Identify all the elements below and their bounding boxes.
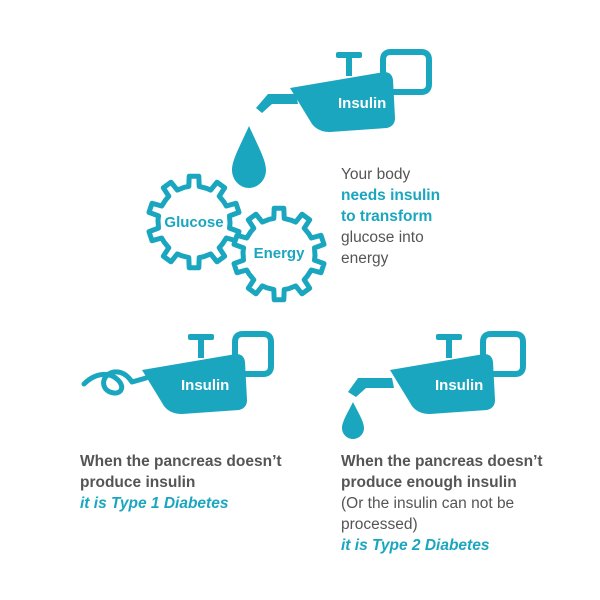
text-line-highlight: to transform — [341, 208, 433, 225]
drop-icon — [342, 402, 364, 439]
text-line: glucose into — [341, 229, 424, 246]
text-line: When the pancreas doesn’t — [80, 453, 282, 470]
type2-conclusion: it is Type 2 Diabetes — [341, 537, 490, 554]
text-line: processed) — [341, 516, 418, 533]
gear-label-glucose: Glucose — [164, 214, 224, 231]
text-line: Your body — [341, 166, 411, 183]
text-line: When the pancreas doesn’t — [341, 453, 543, 470]
gear-icon — [231, 205, 327, 303]
type1-text: When the pancreas doesn’t produce insuli… — [80, 451, 282, 514]
text-line: energy — [341, 250, 389, 267]
oil-can-icon — [256, 49, 432, 132]
gear-outline — [231, 205, 327, 303]
text-line: produce insulin — [80, 474, 196, 491]
gear-outline — [146, 173, 242, 271]
oil-can-icon — [348, 331, 526, 414]
text-line-highlight: needs insulin — [341, 187, 441, 204]
top-can-label: Insulin — [338, 95, 387, 112]
body-needs-insulin-text: Your body needs insulin to transform glu… — [341, 164, 440, 269]
type2-text: When the pancreas doesn’t produce enough… — [341, 451, 543, 556]
text-line: (Or the insulin can not be — [341, 495, 515, 512]
text-line: produce enough insulin — [341, 474, 517, 491]
drop-icon — [232, 126, 266, 188]
gear-icon — [146, 173, 242, 271]
knotted-oil-can-icon — [81, 331, 274, 414]
type1-can-label: Insulin — [181, 377, 230, 394]
type1-conclusion: it is Type 1 Diabetes — [80, 495, 229, 512]
type2-can-label: Insulin — [435, 377, 484, 394]
gear-label-energy: Energy — [253, 245, 305, 262]
